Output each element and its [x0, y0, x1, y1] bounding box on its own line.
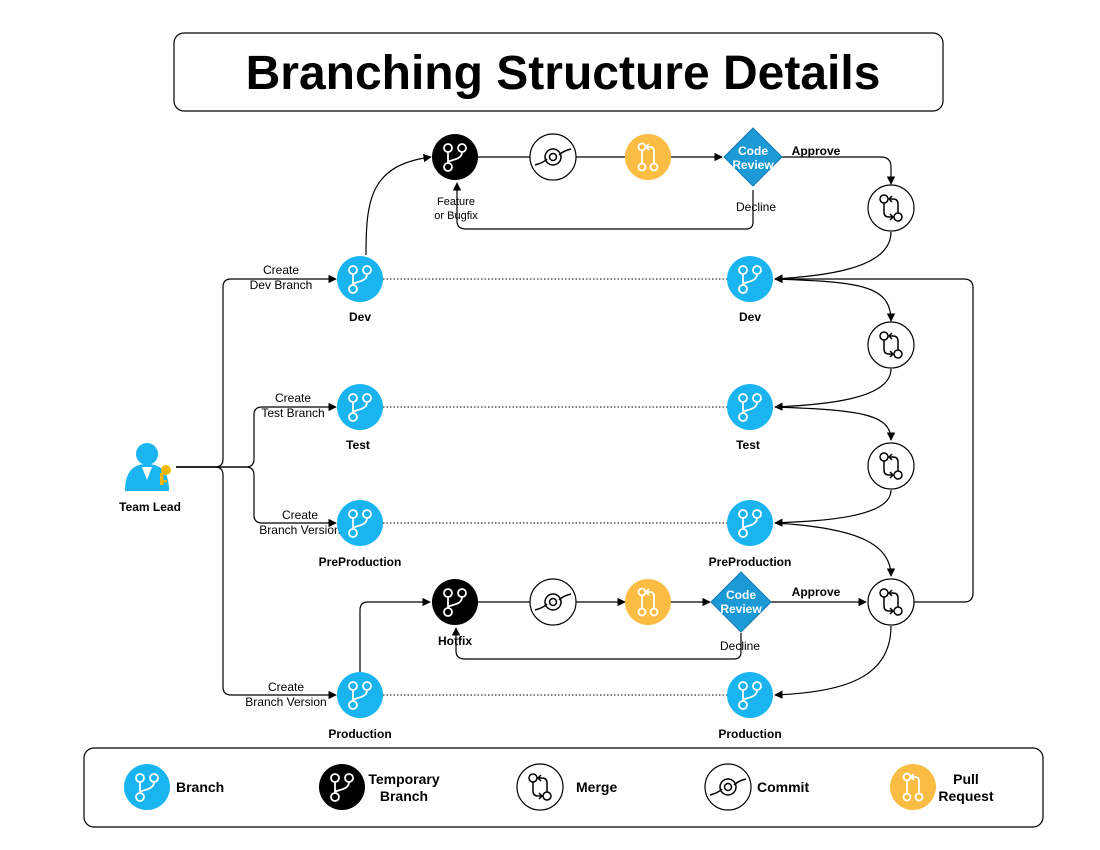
merge-icon: [516, 763, 564, 811]
legend-item-branch: Branch: [124, 764, 224, 810]
create-dev-line2: Dev Branch: [250, 278, 313, 292]
hotfix-review-line2: Review: [720, 602, 762, 616]
feature-temp-branch-node[interactable]: Feature or Bugfix: [432, 134, 478, 222]
merge-icon: [867, 321, 915, 369]
feature-review-line1: Code: [738, 144, 768, 158]
merge-node-hotfix[interactable]: [867, 578, 915, 626]
feature-pull-request-node[interactable]: [625, 134, 671, 180]
title-box: [173, 32, 944, 112]
team-lead-label: Team Lead: [119, 500, 181, 514]
legend-item-pull-request: Pull Request: [890, 764, 994, 810]
temporary-branch-icon: [432, 134, 478, 180]
merge-node-dev-test[interactable]: [867, 321, 915, 369]
legend-item-temporary-branch: Temporary Branch: [319, 764, 440, 810]
temporary-branch-icon: [319, 764, 365, 810]
feature-commit-node[interactable]: [529, 133, 577, 181]
legend-item-merge: Merge: [516, 763, 617, 811]
branch-label-dev-left: Dev: [349, 310, 371, 324]
hotfix-temp-branch-node[interactable]: Hotfix: [432, 579, 478, 648]
pull-request-icon: [625, 579, 671, 625]
hotfix-code-review-diamond[interactable]: Code Review: [710, 571, 772, 633]
branch-icon: [727, 500, 773, 546]
branch-label-test-right: Test: [736, 438, 760, 452]
branch-label-preprod-left: PreProduction: [319, 555, 402, 569]
feature-label-line1: Feature: [437, 196, 475, 208]
hotfix-decline-label: Decline: [720, 639, 760, 653]
merge-node-test-preprod[interactable]: [867, 442, 915, 490]
legend-label-pr-line2: Request: [938, 788, 994, 804]
branch-label-dev-right: Dev: [739, 310, 761, 324]
hotfix-pull-request-node[interactable]: [625, 579, 671, 625]
legend-label-merge: Merge: [576, 779, 617, 795]
merge-icon: [867, 578, 915, 626]
create-labels: Create Dev Branch Create Test Branch Cre…: [245, 263, 340, 709]
connectors: [176, 152, 974, 700]
commit-icon: [704, 763, 752, 811]
create-test-line1: Create: [275, 391, 311, 405]
legend-label-temp-line1: Temporary: [368, 771, 440, 787]
pull-request-icon: [890, 764, 936, 810]
legend-label-branch: Branch: [176, 779, 224, 795]
hotfix-review-line1: Code: [726, 588, 756, 602]
feature-label-line2: or Bugfix: [434, 210, 478, 222]
branch-icon: [727, 256, 773, 302]
merge-icon: [867, 184, 915, 232]
branch-label-prod-right: Production: [718, 727, 781, 741]
create-prod-line2: Branch Version: [245, 695, 326, 709]
branch-node-prod-right[interactable]: Production: [718, 672, 782, 741]
diagram-title: Branching Structure Details: [246, 47, 881, 100]
legend-label-pr-line1: Pull: [953, 771, 979, 787]
branch-icon: [727, 384, 773, 430]
legend-item-commit: Commit: [704, 763, 809, 811]
branch-dotted-links: [383, 278, 727, 696]
hotfix-commit-node[interactable]: [529, 578, 577, 626]
create-test-line2: Test Branch: [261, 406, 324, 420]
legend-label-temp-line2: Branch: [380, 788, 428, 804]
user-key-icon: [125, 443, 171, 491]
branch-icon: [727, 672, 773, 718]
branch-icon: [337, 384, 383, 430]
branch-label-test-left: Test: [346, 438, 370, 452]
branch-node-preprod-left[interactable]: PreProduction: [319, 500, 402, 569]
branch-icon: [337, 256, 383, 302]
feature-review-line2: Review: [732, 158, 774, 172]
branch-node-dev-right[interactable]: Dev: [727, 256, 773, 324]
pull-request-icon: [625, 134, 671, 180]
merge-icon: [867, 442, 915, 490]
hotfix-label: Hotfix: [438, 634, 472, 648]
commit-icon: [529, 578, 577, 626]
temporary-branch-icon: [432, 579, 478, 625]
team-lead-node[interactable]: Team Lead: [119, 443, 181, 514]
feature-decline-label: Decline: [736, 200, 776, 214]
branch-label-preprod-right: PreProduction: [709, 555, 792, 569]
create-dev-line1: Create: [263, 263, 299, 277]
branch-node-test-right[interactable]: Test: [727, 384, 773, 452]
branch-label-prod-left: Production: [328, 727, 391, 741]
branch-node-preprod-right[interactable]: PreProduction: [709, 500, 792, 569]
feature-approve-label: Approve: [792, 144, 841, 158]
branch-node-dev-left[interactable]: Dev: [337, 256, 383, 324]
branch-node-test-left[interactable]: Test: [337, 384, 383, 452]
feature-code-review-diamond[interactable]: Code Review: [723, 127, 783, 187]
branch-node-prod-left[interactable]: Production: [328, 672, 392, 741]
create-preprod-line1: Create: [282, 508, 318, 522]
merge-node-feature[interactable]: [867, 184, 915, 232]
branch-icon: [337, 500, 383, 546]
legend-label-commit: Commit: [757, 779, 809, 795]
branch-icon: [124, 764, 170, 810]
branch-icon: [337, 672, 383, 718]
hotfix-approve-label: Approve: [792, 585, 841, 599]
create-preprod-line2: Branch Version: [259, 523, 340, 537]
commit-icon: [529, 133, 577, 181]
create-prod-line1: Create: [268, 680, 304, 694]
